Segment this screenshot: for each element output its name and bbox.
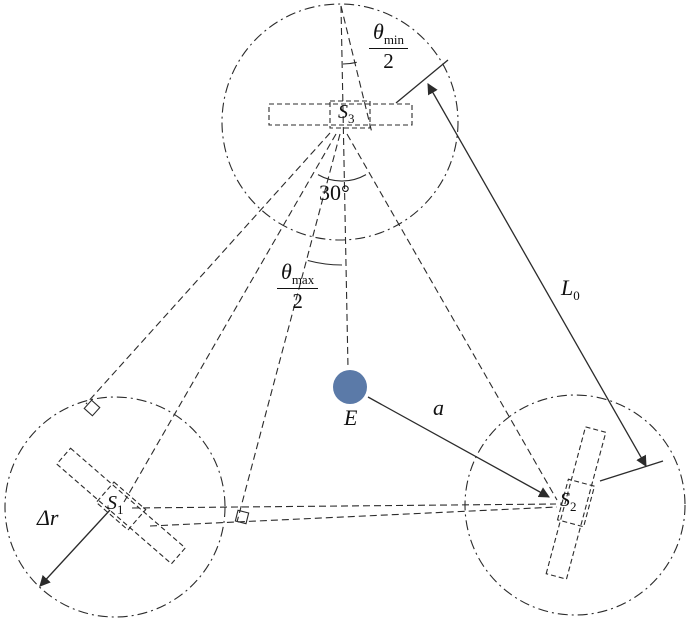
antenna-s2 bbox=[599, 460, 664, 482]
delta-r-label: Δr bbox=[37, 505, 59, 530]
baseline-s1-s2 bbox=[131, 503, 557, 509]
arc-theta-max bbox=[307, 259, 343, 266]
a-distance-arrow bbox=[367, 396, 550, 498]
satellite-s1-label: S1 bbox=[107, 492, 124, 517]
right-angle-mark-left bbox=[83, 399, 101, 417]
theta-max-label: θmax 2 bbox=[277, 261, 319, 312]
arc-30-degrees bbox=[317, 174, 367, 182]
theta-min-label: θmin 2 bbox=[369, 21, 409, 72]
los-s3-s2 bbox=[346, 133, 558, 501]
los-s3-s1 bbox=[123, 133, 337, 503]
arc-theta-min bbox=[342, 61, 357, 65]
baseline-lower bbox=[149, 506, 558, 527]
tangent-s3-left bbox=[85, 132, 331, 405]
angle-30-label: 30° bbox=[319, 180, 350, 205]
earth-marker bbox=[333, 370, 367, 404]
delta-r-radius-arrow bbox=[39, 509, 111, 587]
diagram-linework bbox=[4, 3, 686, 618]
a-label: a bbox=[433, 395, 444, 420]
vertical-axis-line bbox=[340, 5, 349, 369]
tangent-s3-lower bbox=[236, 133, 341, 523]
earth-label: E bbox=[344, 405, 358, 430]
l0-label: L0 bbox=[561, 275, 580, 303]
l0-distance-arrow bbox=[427, 83, 647, 467]
satellite-s2-label: S2 bbox=[560, 489, 577, 514]
satellite-s3-label: S3 bbox=[338, 101, 355, 126]
antenna-s3 bbox=[395, 59, 449, 104]
right-angle-mark-lower bbox=[234, 509, 250, 525]
satellite-s3-body bbox=[268, 100, 413, 129]
